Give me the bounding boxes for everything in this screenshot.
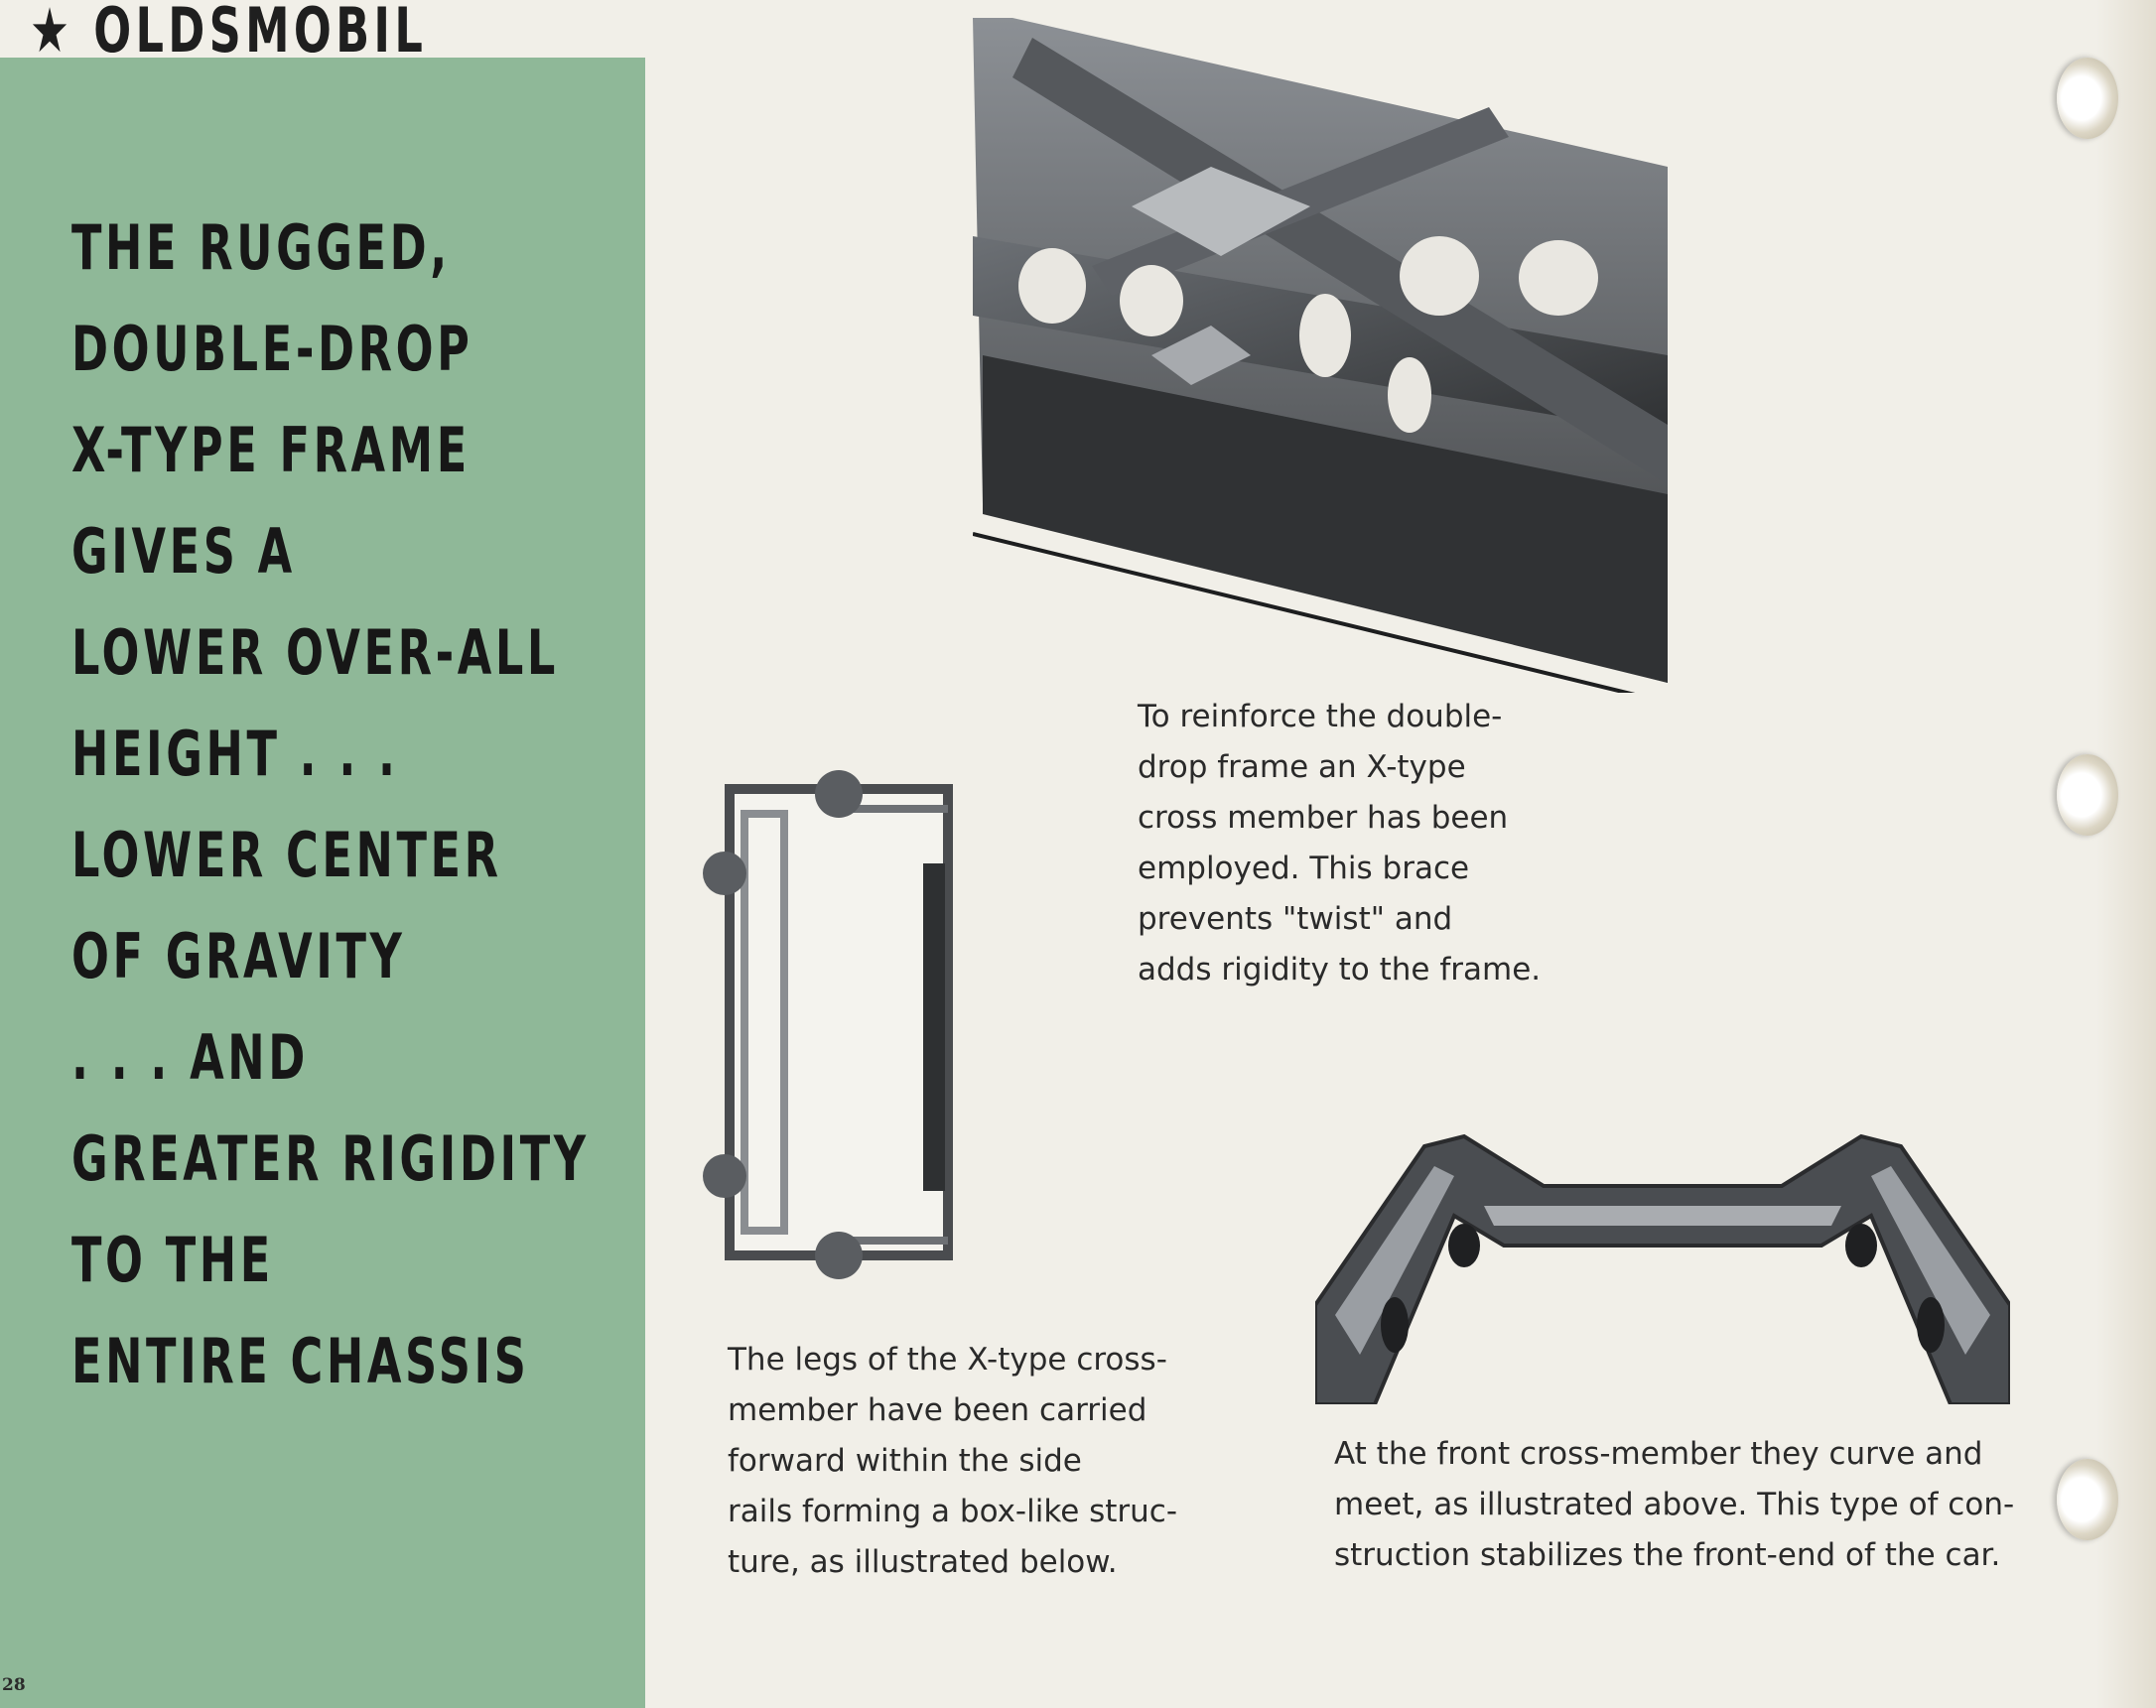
- headline-line: THE RUGGED,: [71, 211, 451, 284]
- headline-line: GIVES A: [71, 515, 296, 588]
- caption-line: forward within the side: [728, 1443, 1082, 1479]
- front-cross-member-photo: [1315, 1133, 2010, 1404]
- caption-x-type-brace: To reinforce the double- drop frame an X…: [1138, 692, 1541, 995]
- caption-line: drop frame an X-type: [1138, 749, 1466, 785]
- headline-line: LOWER CENTER: [71, 819, 502, 891]
- binder-hole: [2057, 1459, 2118, 1540]
- brochure-header: ★ OLDSMOBILE SIX ★: [30, 0, 431, 58]
- headline-line: X-TYPE FRAME: [71, 414, 471, 486]
- caption-line: meet, as illustrated above. This type of…: [1334, 1487, 2015, 1522]
- caption-line: ture, as illustrated below.: [728, 1544, 1118, 1580]
- caption-line: struction stabilizes the front-end of th…: [1334, 1537, 2001, 1573]
- caption-line: To reinforce the double-: [1138, 699, 1503, 734]
- caption-line: prevents "twist" and: [1138, 901, 1453, 937]
- headline-line: LOWER OVER-ALL: [71, 616, 559, 689]
- caption-front-cross-member: At the front cross-member they curve and…: [1334, 1429, 2014, 1581]
- headline: THE RUGGED, DOUBLE-DROP X-TYPE FRAME GIV…: [71, 213, 627, 1428]
- headline-line: OF GRAVITY: [71, 920, 406, 992]
- box-section-photo: [703, 770, 953, 1279]
- green-panel: [0, 58, 645, 1708]
- page-edge-shade: [2096, 0, 2156, 1708]
- binder-hole: [2057, 754, 2118, 836]
- caption-line: member have been carried: [728, 1392, 1147, 1428]
- caption-line: adds rigidity to the frame.: [1138, 952, 1542, 987]
- page-number: 28: [2, 1675, 26, 1695]
- caption-box-structure: The legs of the X-type cross- member hav…: [728, 1335, 1177, 1588]
- caption-line: The legs of the X-type cross-: [728, 1342, 1167, 1378]
- caption-line: At the front cross-member they curve and: [1334, 1436, 1983, 1472]
- headline-line: . . . AND: [71, 1021, 309, 1094]
- headline-line: HEIGHT . . .: [71, 718, 399, 790]
- binder-hole: [2057, 58, 2118, 139]
- x-frame-photo: [973, 18, 1668, 693]
- headline-line: GREATER RIGIDITY: [71, 1122, 590, 1195]
- caption-line: employed. This brace: [1138, 851, 1470, 886]
- caption-line: rails forming a box-like struc-: [728, 1494, 1178, 1529]
- caption-line: cross member has been: [1138, 800, 1509, 836]
- headline-line: TO THE: [71, 1224, 274, 1296]
- headline-line: DOUBLE-DROP: [71, 313, 473, 385]
- headline-line: ENTIRE CHASSIS: [71, 1325, 530, 1397]
